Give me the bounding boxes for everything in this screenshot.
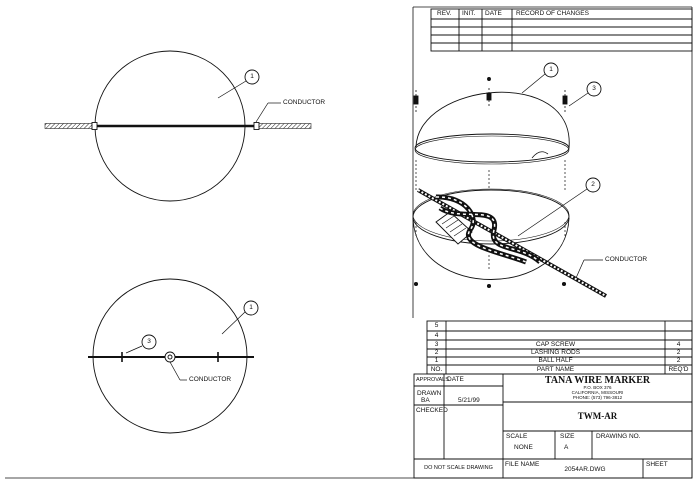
parts-row-3-no: 3	[434, 341, 439, 348]
parts-header-name: PART NAME	[536, 366, 575, 373]
company-address-1: P.O. BOX 376	[583, 385, 612, 390]
rev-header: REV.	[437, 10, 452, 17]
parts-row-1-name: BALL HALF	[538, 357, 573, 364]
parts-row-3-req: 4	[676, 341, 681, 348]
scale-label: SCALE	[506, 433, 528, 440]
record-of-changes-header: RECORD OF CHANGES	[516, 10, 589, 17]
drawing-title: TWM-AR	[577, 411, 618, 421]
parts-row-2-name: LASHING RODS	[530, 349, 581, 356]
conductor-label-iso: CONDUCTOR	[605, 256, 648, 263]
parts-header-req: REQ'D	[668, 366, 689, 373]
checked-label: CHECKED	[416, 407, 448, 414]
exploded-view	[412, 62, 607, 298]
drawn-date: 5/21/99	[458, 397, 480, 404]
title-block-grid	[413, 373, 693, 479]
scale-value: NONE	[514, 444, 533, 451]
callout-1-top: 1	[249, 304, 253, 311]
parts-row-2-no: 2	[434, 349, 439, 356]
size-label: SIZE	[560, 433, 575, 440]
drawing-no-label: DRAWING NO.	[596, 433, 641, 440]
parts-row-3-name: CAP SCREW	[535, 341, 576, 348]
sheet-label: SHEET	[646, 461, 668, 468]
conductor-label-front: CONDUCTOR	[283, 99, 326, 106]
callout-2-iso: 2	[591, 181, 595, 188]
approvals-label: APPROVALS	[416, 377, 449, 383]
callout-1-front: 1	[250, 73, 254, 80]
revision-block-grid	[430, 8, 693, 52]
drawn-by: BA	[421, 397, 430, 404]
callout-3-iso: 3	[592, 85, 596, 92]
company-name: TANA WIRE MARKER	[544, 375, 651, 386]
file-name-label: FILE NAME	[505, 461, 540, 468]
parts-row-1-no: 1	[434, 357, 439, 364]
drawn-label: DRAWN	[417, 390, 442, 397]
conductor-label-top: CONDUCTOR	[189, 376, 232, 383]
do-not-scale-note: DO NOT SCALE DRAWING	[424, 465, 493, 471]
callout-3-top: 3	[147, 338, 151, 345]
top-view	[88, 278, 259, 434]
front-view	[44, 50, 312, 202]
parts-row-2-req: 2	[676, 349, 681, 356]
init-header: INIT.	[462, 10, 476, 17]
parts-row-5-no: 5	[434, 322, 439, 329]
parts-header-no: NO.	[430, 366, 443, 373]
company-address-2: CALIFORNIA, MISSOURI	[571, 390, 624, 395]
parts-row-4-no: 4	[434, 332, 439, 339]
date-header: DATE	[485, 10, 502, 17]
file-name-value: 2054AR.DWG	[564, 466, 606, 473]
parts-row-1-req: 2	[676, 357, 681, 364]
date-label: DATE	[447, 376, 464, 383]
callout-1-iso: 1	[549, 66, 553, 73]
size-value: A	[564, 444, 569, 451]
company-phone: PHONE: (573) 796-3812	[572, 395, 623, 400]
